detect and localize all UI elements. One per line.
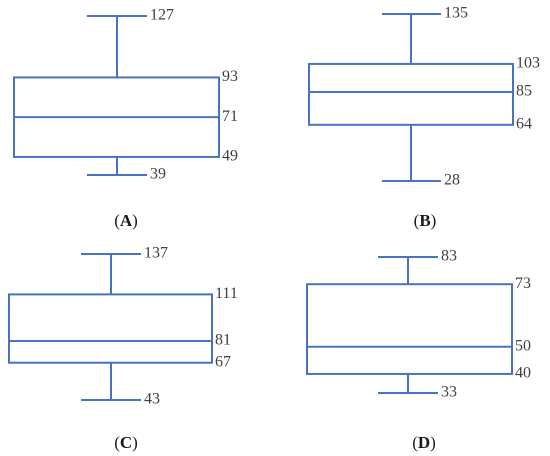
box-plot-B: 135 28 103 85 64 (B)	[308, 5, 540, 230]
median-label: 50	[515, 337, 531, 354]
median-label: 71	[222, 108, 238, 125]
panel-caption: (B)	[414, 211, 437, 230]
box-plot-C: 137 43 111 81 67 (C)	[8, 245, 238, 452]
panel-caption: (C)	[114, 433, 138, 452]
q3-label: 111	[215, 285, 238, 302]
q3-label: 103	[516, 55, 540, 72]
min-label: 33	[441, 384, 457, 401]
max-label: 137	[144, 245, 168, 262]
q1-label: 67	[215, 353, 231, 370]
iqr-box	[306, 283, 513, 375]
min-label: 39	[150, 166, 166, 183]
q3-label: 93	[222, 68, 238, 85]
max-label: 83	[441, 248, 457, 265]
panel-caption: (A)	[114, 211, 138, 230]
min-label: 28	[444, 172, 460, 189]
max-label: 135	[444, 5, 468, 22]
box-plot-A: 127 39 93 71 49 (A)	[13, 7, 238, 230]
median-label: 81	[215, 332, 231, 349]
q1-label: 40	[515, 365, 531, 382]
box-plot-D: 83 33 73 50 40 (D)	[306, 248, 531, 452]
median-label: 85	[516, 83, 532, 100]
max-label: 127	[150, 7, 174, 24]
q1-label: 64	[516, 115, 532, 132]
q1-label: 49	[222, 148, 238, 165]
panel-caption: (D)	[412, 433, 436, 452]
q3-label: 73	[515, 275, 531, 292]
min-label: 43	[144, 391, 160, 408]
iqr-box	[308, 62, 514, 126]
iqr-box	[8, 293, 213, 364]
